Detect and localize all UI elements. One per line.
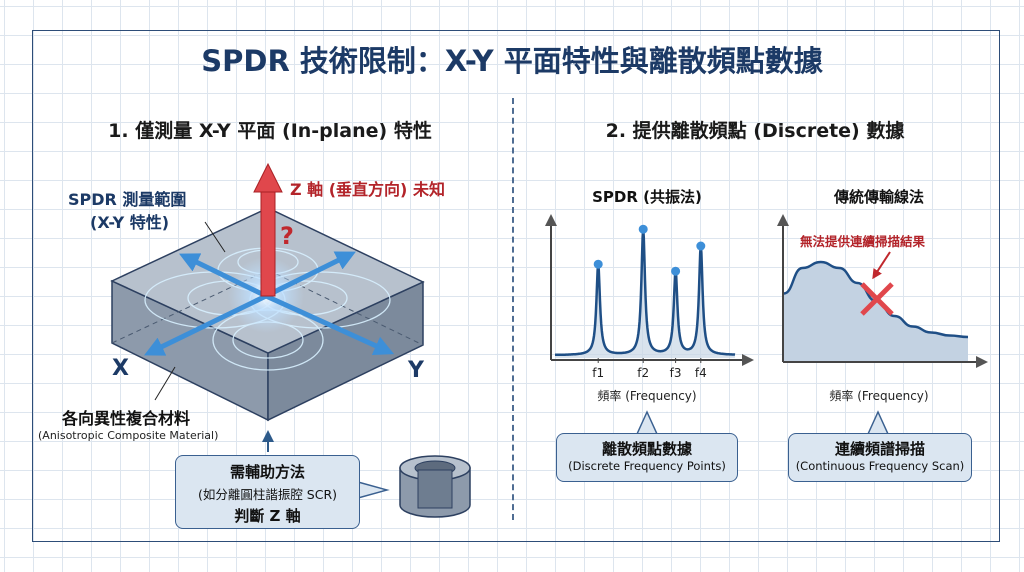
tl-bubble: 連續頻譜掃描 (Continuous Frequency Scan) [788, 433, 972, 482]
spdr-chart [545, 214, 754, 366]
material-label: 各向異性複合材料 [62, 409, 191, 428]
y-axis-label: Y [408, 358, 424, 383]
tick-label-f3: f3 [669, 366, 682, 380]
page-title: SPDR 技術限制：X-Y 平面特性與離散頻點數據 [201, 44, 823, 78]
xy-arrows [144, 251, 395, 356]
z-axis-label: Z 軸 (垂直方向) 未知 [290, 180, 445, 199]
spdr-bubble-title: 離散頻點數據 [601, 440, 692, 458]
spdr-bubble: 離散頻點數據 (Discrete Frequency Points) [556, 433, 738, 482]
spdr-x-label: 頻率 (Frequency) [597, 389, 697, 403]
spdr-curve [555, 228, 736, 357]
aux-bubble-pointer [357, 481, 390, 499]
right-heading: 2. 提供離散頻點 (Discrete) 數據 [605, 120, 905, 142]
spdr-bubble-pointer [635, 410, 659, 435]
tl-bubble-title: 連續頻譜掃描 [834, 440, 925, 458]
peak-point-f3 [671, 266, 681, 276]
tl-bubble-pointer [866, 410, 890, 435]
aux-line-3: 判斷 Z 軸 [234, 507, 301, 525]
range-label: SPDR 測量範圍 [68, 190, 187, 209]
spdr-chart-title: SPDR (共振法) [592, 188, 702, 206]
tl-area [784, 262, 968, 361]
z-axis-arrow [253, 162, 283, 297]
scr-cylinder-icon [399, 455, 471, 518]
range-label-sub: (X-Y 特性) [90, 213, 170, 232]
section-divider [512, 98, 514, 520]
tl-chart-title: 傳統傳輸線法 [833, 188, 924, 206]
peak-point-f4 [696, 241, 706, 251]
peak-point-f2 [638, 224, 648, 234]
material-label-en: (Anisotropic Composite Material) [38, 429, 219, 442]
tick-label-f4: f4 [694, 366, 707, 380]
aux-line-1: 需輔助方法 [229, 463, 305, 481]
tl-bubble-sub: (Continuous Frequency Scan) [795, 459, 965, 473]
peak-point-f1 [593, 259, 603, 269]
annotation-arrow [872, 251, 891, 280]
tick-label-f2: f2 [637, 366, 650, 380]
tl-x-label: 頻率 (Frequency) [829, 389, 929, 403]
diagram-frame [32, 30, 1000, 542]
left-heading: 1. 僅測量 X-Y 平面 (In-plane) 特性 [108, 120, 432, 142]
material-leader-line [154, 366, 176, 401]
cross-icon [860, 282, 894, 316]
aux-line-2: (如分離圓柱諧振腔 SCR) [197, 487, 338, 502]
aux-method-bubble: 需輔助方法 (如分離圓柱諧振腔 SCR) 判斷 Z 軸 [175, 455, 360, 529]
tl-chart [777, 214, 988, 368]
question-mark: ? [280, 222, 294, 250]
x-axis-label: X [112, 356, 129, 381]
tl-annotation: 無法提供連續掃描結果 [800, 234, 926, 249]
spdr-bubble-sub: (Discrete Frequency Points) [568, 459, 726, 473]
tick-label-f1: f1 [592, 366, 605, 380]
range-leader-line [204, 221, 226, 253]
